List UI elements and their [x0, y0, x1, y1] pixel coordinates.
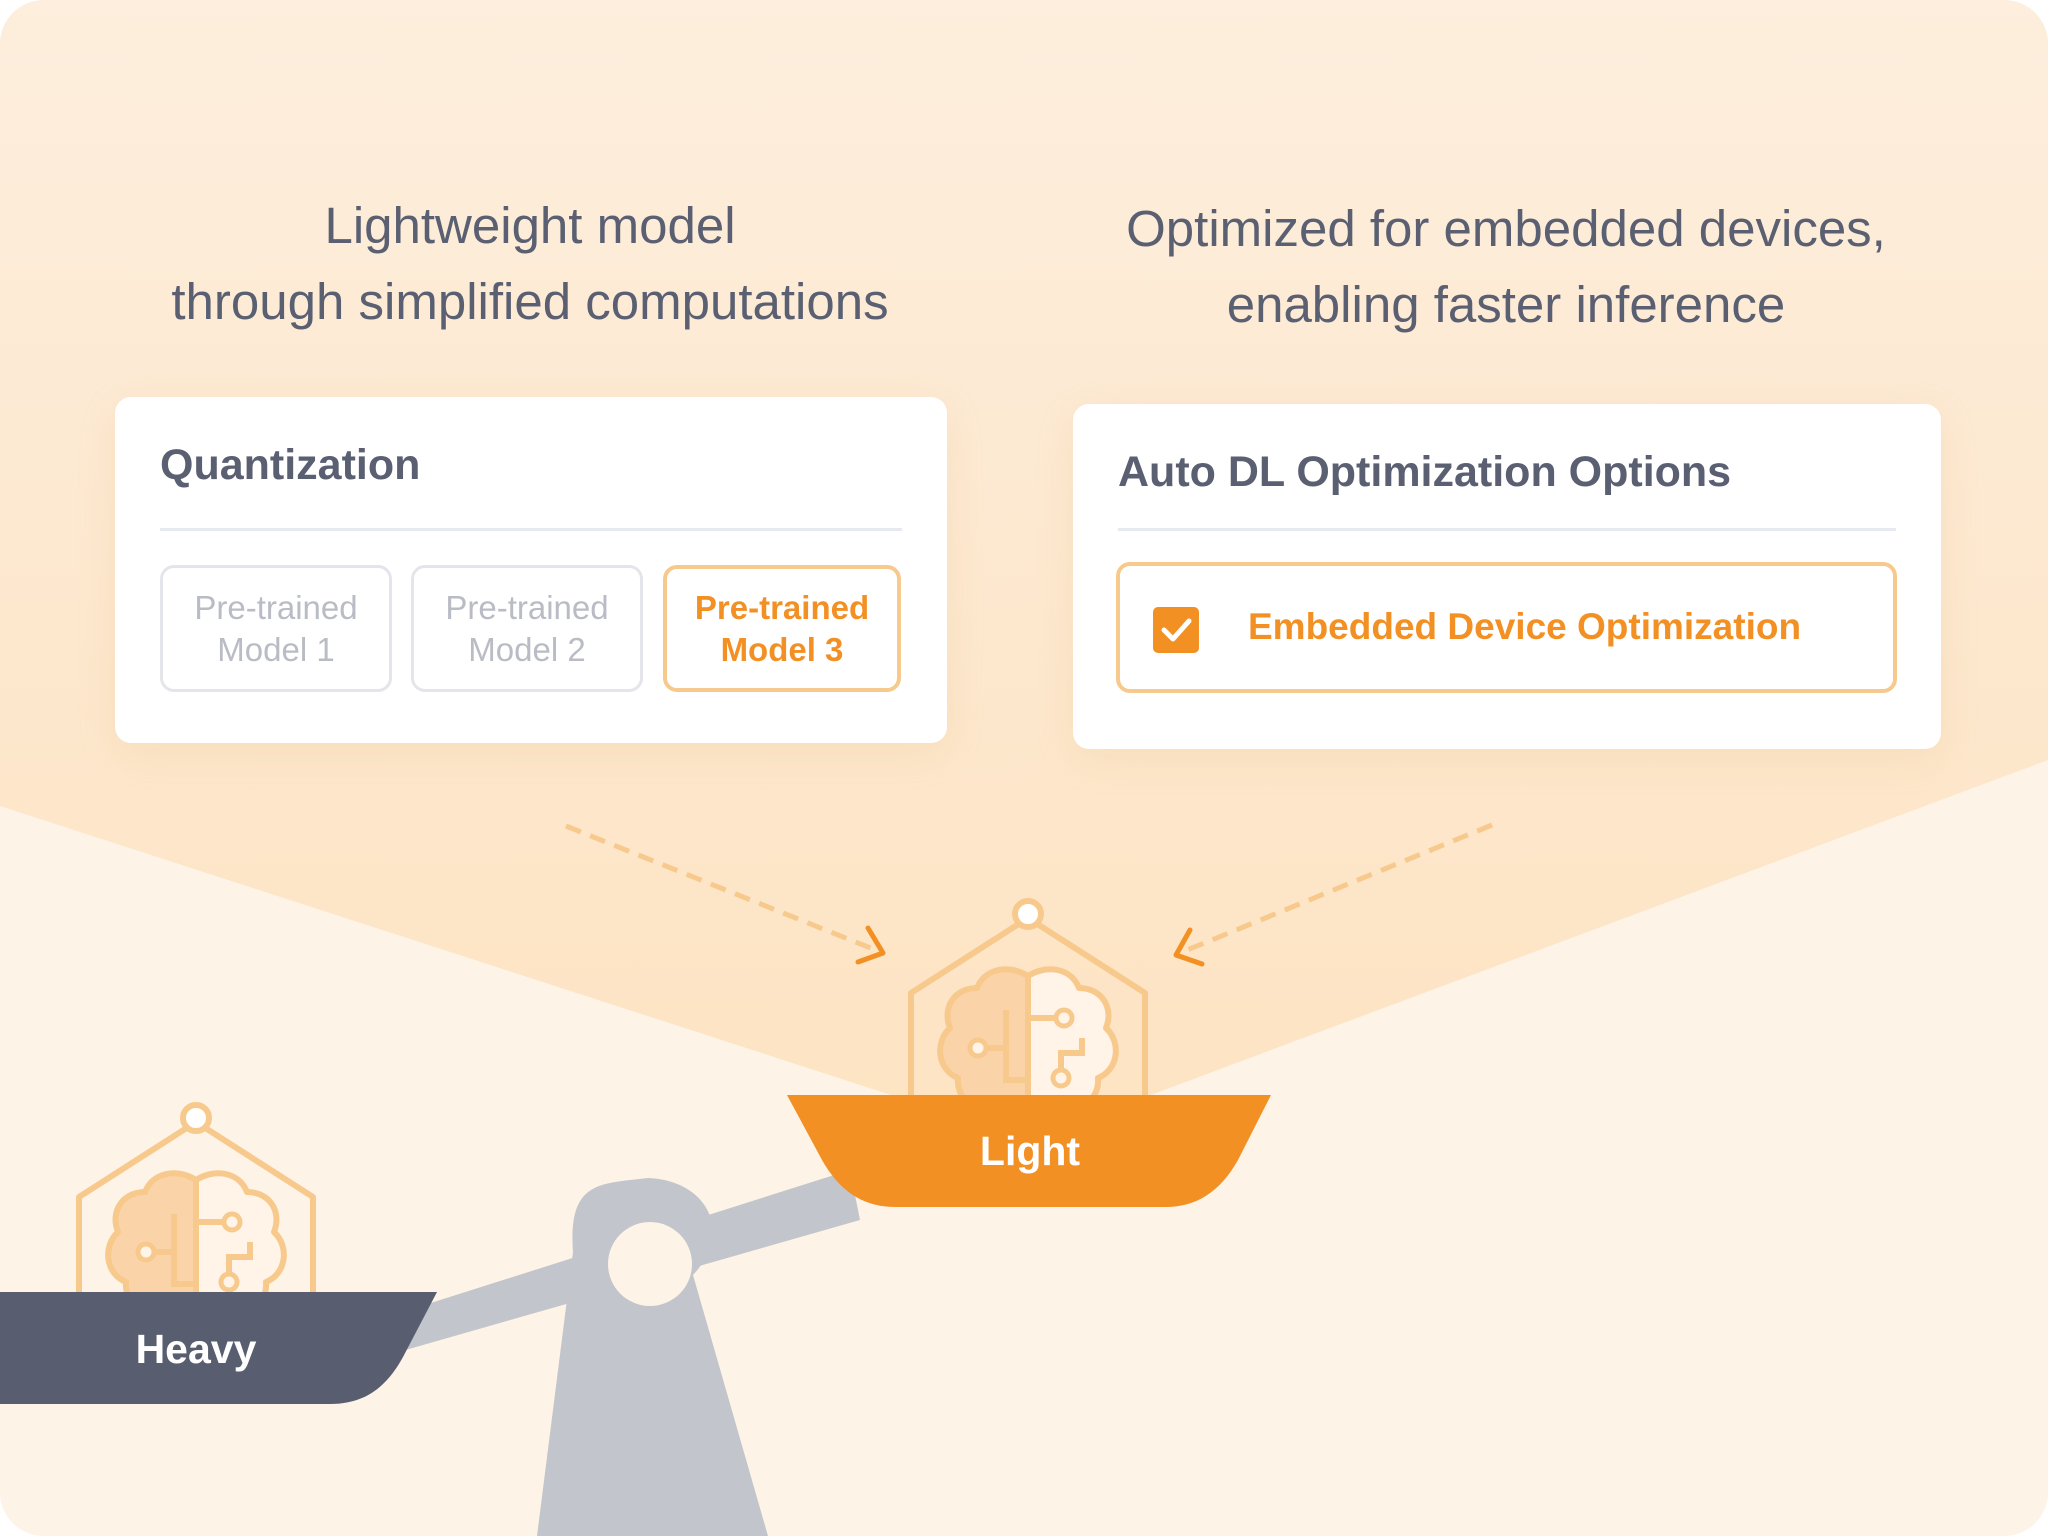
model-chip-2-line2: Model 2: [468, 630, 586, 668]
quantization-title: Quantization: [160, 441, 421, 489]
light-label: Light: [980, 1128, 1081, 1174]
light-pan: [787, 1095, 1271, 1207]
dashed-arrow-icon-right: [1173, 822, 1493, 967]
model-chip-3[interactable]: Pre-trained Model 3: [663, 565, 901, 692]
embedded-optimization-option[interactable]: Embedded Device Optimization: [1116, 562, 1897, 693]
dashed-arrow-icon-left: [565, 823, 886, 965]
right-caption-line1: Optimized for embedded devices,: [1126, 200, 1886, 257]
scale-pivot: [608, 1222, 692, 1306]
heavy-pan: [0, 1292, 437, 1404]
embedded-optimization-checkbox[interactable]: [1153, 607, 1199, 653]
optimization-panel: Auto DL Optimization Options Embedded De…: [1073, 404, 1941, 749]
model-chip-3-line2: Model 3: [720, 630, 844, 668]
optimization-title: Auto DL Optimization Options: [1118, 448, 1732, 496]
left-caption: Lightweight model through simplified com…: [80, 188, 980, 340]
heavy-label: Heavy: [136, 1326, 257, 1372]
model-chip-3-line1: Pre-trained: [694, 588, 870, 626]
left-caption-line2: through simplified computations: [171, 273, 889, 330]
model-chip-1[interactable]: Pre-trained Model 1: [160, 565, 392, 692]
checkmark-icon: [1161, 618, 1192, 642]
right-caption: Optimized for embedded devices, enabling…: [1056, 191, 1956, 343]
optimization-divider: [1118, 528, 1896, 531]
light-beam: [0, 0, 2048, 1140]
model-chip-1-line2: Model 1: [217, 630, 335, 668]
model-chip-2[interactable]: Pre-trained Model 2: [411, 565, 643, 692]
scale-stand: [537, 1178, 768, 1536]
quantization-panel: Quantization Pre-trained Model 1 Pre-tra…: [115, 397, 947, 743]
embedded-optimization-label: Embedded Device Optimization: [1248, 606, 1802, 647]
right-caption-line2: enabling faster inference: [1226, 276, 1786, 333]
model-chip-2-line1: Pre-trained: [445, 588, 609, 626]
left-caption-line1: Lightweight model: [324, 197, 736, 254]
quantization-divider: [160, 528, 902, 531]
model-chip-1-line1: Pre-trained: [194, 588, 358, 626]
